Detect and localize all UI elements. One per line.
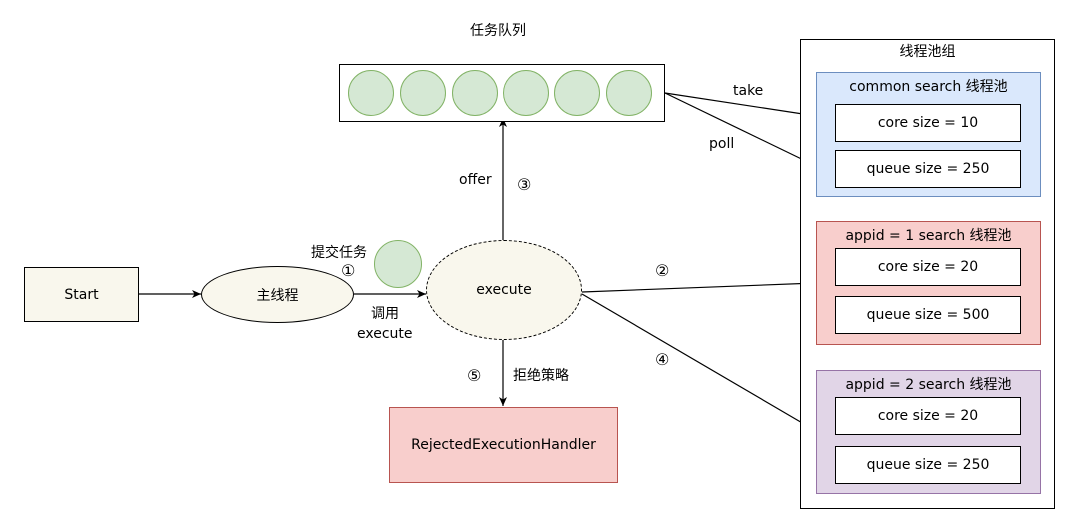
execute-node[interactable]: execute	[426, 240, 582, 340]
call-execute-line2: execute	[357, 326, 413, 342]
pool-appid-2-search[interactable]: appid = 2 search 线程池 core size = 20 queu…	[816, 370, 1041, 494]
task-queue	[339, 64, 665, 122]
queue-task-2	[400, 70, 446, 116]
start-label: Start	[64, 286, 99, 303]
execute-label: execute	[476, 282, 532, 298]
queue-task-5	[554, 70, 600, 116]
rejected-handler-label: RejectedExecutionHandler	[411, 437, 596, 453]
queue-task-6	[606, 70, 652, 116]
reject-policy-label: 拒绝策略	[513, 368, 569, 384]
step-4-marker: ④	[655, 350, 670, 369]
queue-task-1	[348, 70, 394, 116]
pool-appid-1-title: appid = 1 search 线程池	[845, 228, 1012, 244]
step-2-marker: ②	[655, 261, 670, 280]
step-1-marker: ①	[341, 261, 356, 280]
pool-common-search[interactable]: common search 线程池 core size = 10 queue s…	[816, 72, 1041, 197]
take-arrow	[664, 92, 817, 119]
queue-task-4	[503, 70, 549, 116]
pool-common-title: common search 线程池	[849, 79, 1008, 95]
poll-label: poll	[709, 136, 735, 152]
pool-common-queue-size: queue size = 250	[835, 150, 1021, 188]
pool-appid-1-core-size: core size = 20	[835, 248, 1021, 286]
rejected-execution-handler[interactable]: RejectedExecutionHandler	[389, 407, 618, 483]
offer-label: offer	[459, 172, 492, 188]
pool-appid-2-core-size: core size = 20	[835, 397, 1021, 435]
pool-appid-1-queue-size: queue size = 500	[835, 296, 1021, 334]
queue-title: 任务队列	[470, 23, 526, 39]
pool-appid-2-queue-size: queue size = 250	[835, 446, 1021, 484]
pool-group-title: 线程池组	[899, 44, 956, 60]
step-3-marker: ③	[517, 175, 532, 194]
main-thread-node[interactable]: 主线程	[201, 266, 354, 323]
pool-common-core-size: core size = 10	[835, 104, 1021, 142]
poll-arrow	[664, 92, 817, 167]
call-execute-line1: 调用	[371, 306, 399, 322]
main-thread-label: 主线程	[256, 287, 299, 304]
pool-appid-2-title: appid = 2 search 线程池	[845, 377, 1012, 393]
step-5-marker: ⑤	[467, 366, 482, 385]
take-label: take	[733, 83, 764, 99]
queue-task-3	[452, 70, 498, 116]
submitted-task-circle	[374, 240, 422, 288]
submit-task-label: 提交任务	[311, 245, 367, 261]
start-node[interactable]: Start	[24, 267, 139, 322]
pool-appid-1-search[interactable]: appid = 1 search 线程池 core size = 20 queu…	[816, 221, 1041, 345]
execute-to-pool3-arrow	[581, 293, 817, 432]
execute-to-pool2-arrow	[581, 279, 817, 293]
